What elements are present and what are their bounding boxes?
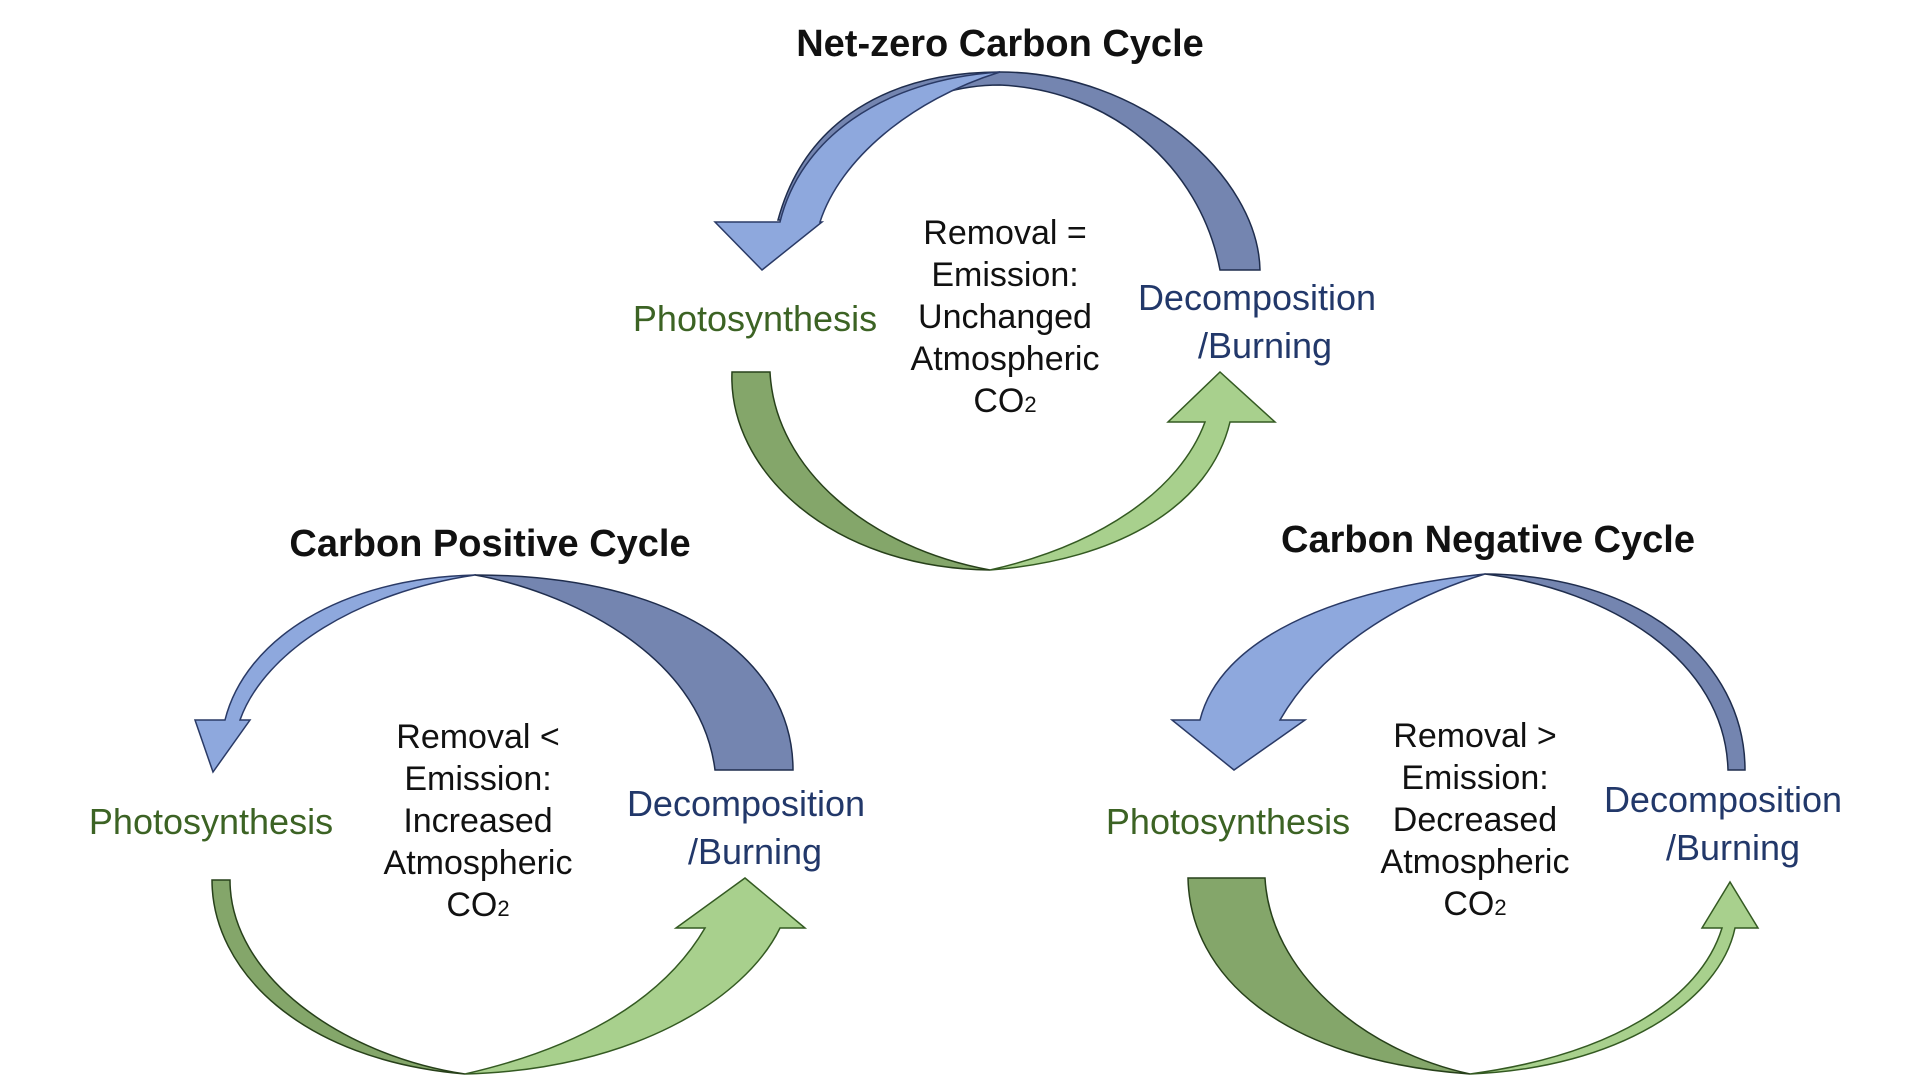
negative-decomposition-label: Decomposition (1604, 779, 1842, 820)
net-zero-removal-arc (731, 371, 991, 571)
negative-center-co2: CO2 (1443, 885, 1506, 923)
positive-removal-arc (211, 879, 466, 1075)
net-zero-emission-arc (777, 71, 1261, 271)
positive-center-line-3: Increased (403, 802, 552, 840)
positive-return-arrow (193, 574, 476, 774)
negative-removal-arc (1187, 877, 1471, 1075)
net-zero-center-line-4: Atmospheric (911, 340, 1100, 378)
net-zero-cycle: Net-zero Carbon Cycle Photosynthesis Dec… (633, 23, 1376, 571)
net-zero-co2-subscript: 2 (1024, 392, 1036, 417)
positive-cycle: Carbon Positive Cycle Photosynthesis Dec… (89, 523, 865, 1075)
net-zero-decomposition-label: Decomposition (1138, 277, 1376, 318)
net-zero-center-line-2: Emission: (931, 256, 1078, 294)
positive-co2-subscript: 2 (497, 896, 509, 921)
net-zero-return-arrow (713, 71, 1001, 272)
negative-absorb-arrow (1469, 880, 1760, 1075)
net-zero-center-line-1: Removal = (923, 214, 1086, 252)
positive-burning-label: /Burning (688, 831, 822, 872)
negative-cycle: Carbon Negative Cycle Photosynthesis Dec… (1106, 519, 1842, 1075)
net-zero-center-co2: CO2 (973, 382, 1036, 420)
positive-co-text: CO (446, 886, 497, 924)
positive-decomposition-label: Decomposition (627, 783, 865, 824)
positive-center-line-1: Removal < (396, 718, 559, 756)
negative-center-line-3: Decreased (1393, 801, 1557, 839)
positive-emission-arc (474, 574, 794, 771)
positive-title: Carbon Positive Cycle (289, 523, 690, 565)
positive-center-line-4: Atmospheric (384, 844, 573, 882)
positive-center-line-2: Emission: (404, 760, 551, 798)
net-zero-center-line-3: Unchanged (918, 298, 1092, 336)
negative-title: Carbon Negative Cycle (1281, 519, 1695, 561)
net-zero-co-text: CO (973, 382, 1024, 420)
negative-center-line-2: Emission: (1401, 759, 1548, 797)
positive-photosynthesis-label: Photosynthesis (89, 801, 333, 842)
net-zero-title: Net-zero Carbon Cycle (796, 23, 1204, 65)
net-zero-absorb-arrow (989, 370, 1277, 571)
net-zero-burning-label: /Burning (1198, 325, 1332, 366)
negative-return-arrow (1169, 573, 1486, 771)
negative-center-line-1: Removal > (1393, 717, 1556, 755)
net-zero-photosynthesis-label: Photosynthesis (633, 298, 877, 339)
negative-burning-label: /Burning (1666, 827, 1800, 868)
positive-center-co2: CO2 (446, 886, 509, 924)
negative-co2-subscript: 2 (1494, 895, 1506, 920)
negative-co-text: CO (1443, 885, 1494, 923)
positive-absorb-arrow (464, 877, 808, 1075)
negative-center-line-4: Atmospheric (1381, 843, 1570, 881)
negative-photosynthesis-label: Photosynthesis (1106, 801, 1350, 842)
